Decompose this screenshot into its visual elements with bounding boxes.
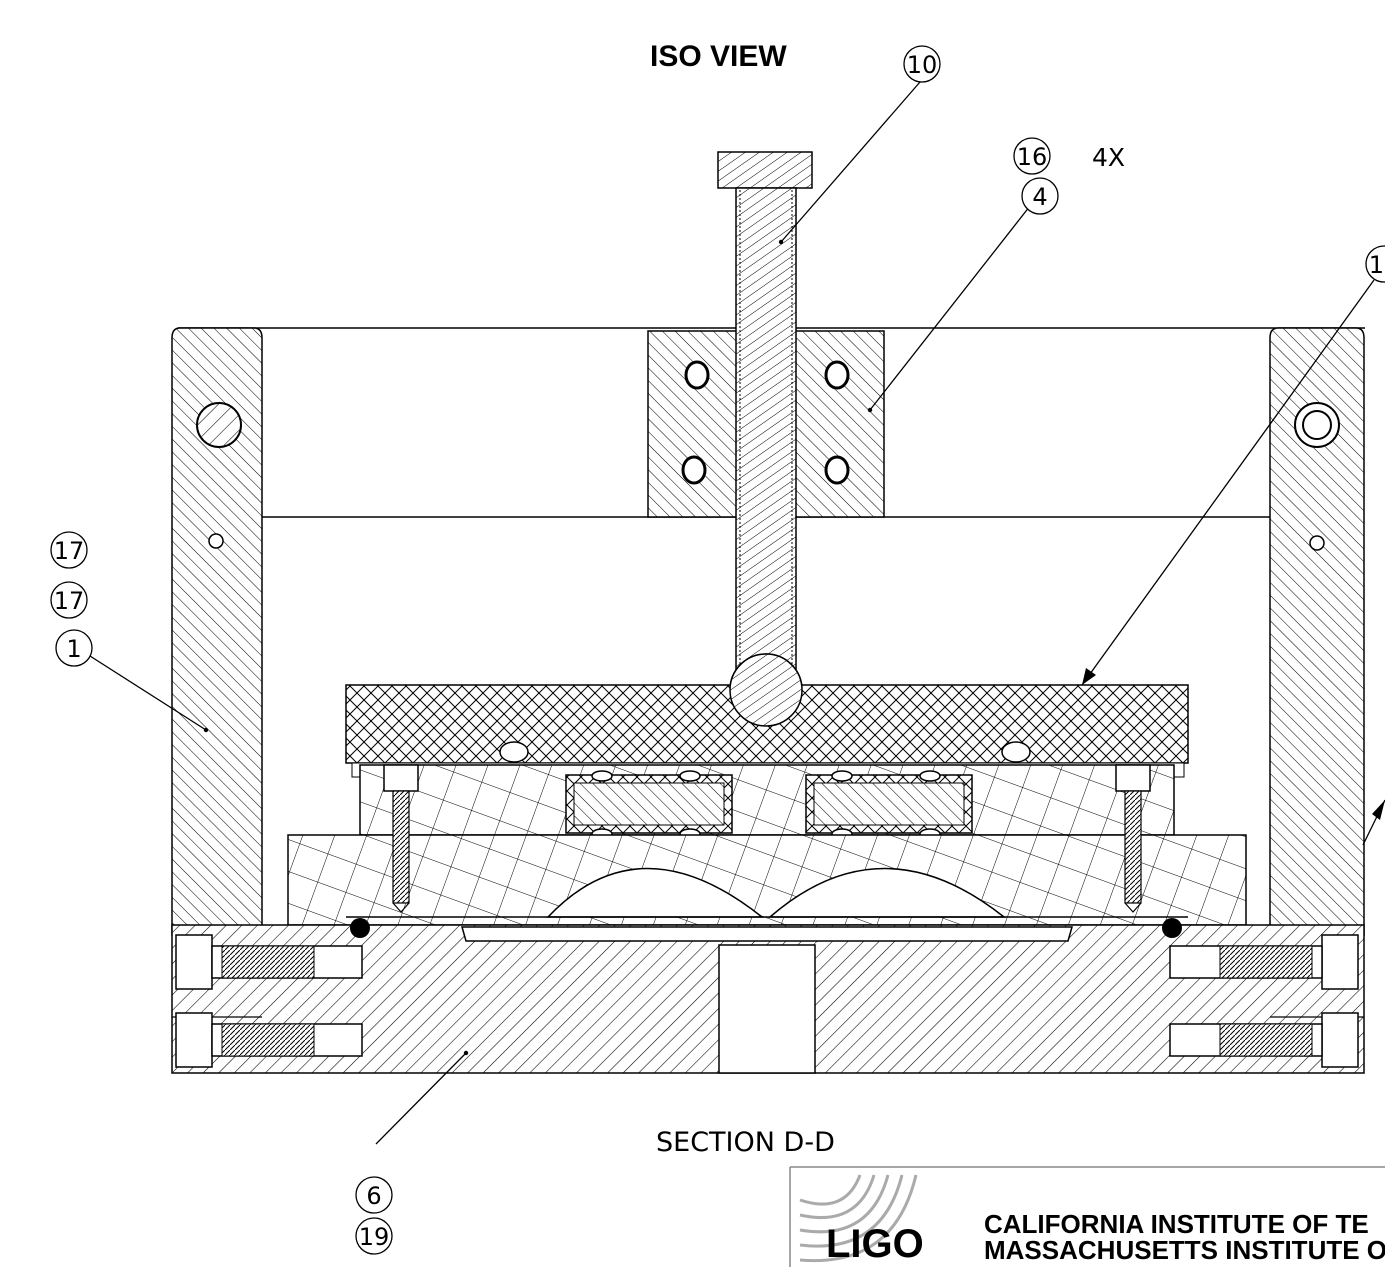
svg-text:17: 17 (54, 587, 85, 615)
ligo-logo-arcs (799, 1174, 918, 1263)
balloon-4: 4 (1021, 177, 1059, 215)
base-plate (171, 918, 1365, 1074)
org-line-1: CALIFORNIA INSTITUTE OF TE (984, 1209, 1369, 1239)
jack-screw (717, 151, 813, 727)
svg-text:6: 6 (366, 1182, 381, 1210)
svg-text:4: 4 (1032, 183, 1047, 211)
cap-screws-horizontal (175, 934, 1359, 1068)
cap-screws-vertical (383, 764, 1151, 913)
balloon-17-right: 17 (1365, 245, 1385, 283)
leader-arrowheads (203, 239, 1385, 1056)
balloon-17-a: 17 (50, 531, 88, 569)
lower-cradle (287, 834, 1247, 926)
svg-text:17: 17 (1369, 251, 1385, 279)
balloon-6: 6 (355, 1176, 393, 1214)
balloon-16: 16 (1013, 137, 1051, 175)
mid-block (359, 764, 1175, 840)
svg-text:16: 16 (1017, 143, 1048, 171)
balloon-10: 10 (903, 45, 941, 83)
svg-text:17: 17 (54, 537, 85, 565)
leader-lines (89, 81, 1385, 1145)
left-side-plate (171, 327, 263, 936)
balloon-1: 1 (55, 629, 93, 667)
balloon-17-b: 17 (50, 581, 88, 619)
org-line-2: MASSACHUSETTS INSTITUTE O (984, 1235, 1385, 1265)
ligo-logo: LIGO (826, 1222, 924, 1266)
svg-text:1: 1 (66, 635, 81, 663)
iso-view-title: ISO VIEW (650, 40, 787, 73)
right-side-plate (1269, 327, 1365, 936)
pressure-plate (345, 653, 1189, 778)
balloon-16-quantity: 4X (1092, 143, 1125, 172)
section-title: SECTION D-D (656, 1127, 835, 1158)
svg-text:19: 19 (359, 1223, 390, 1251)
balloon-19: 19 (355, 1217, 393, 1255)
svg-text:10: 10 (907, 51, 938, 79)
title-block: LIGO CALIFORNIA INSTITUTE OF TE MASSACHU… (789, 1166, 1385, 1267)
